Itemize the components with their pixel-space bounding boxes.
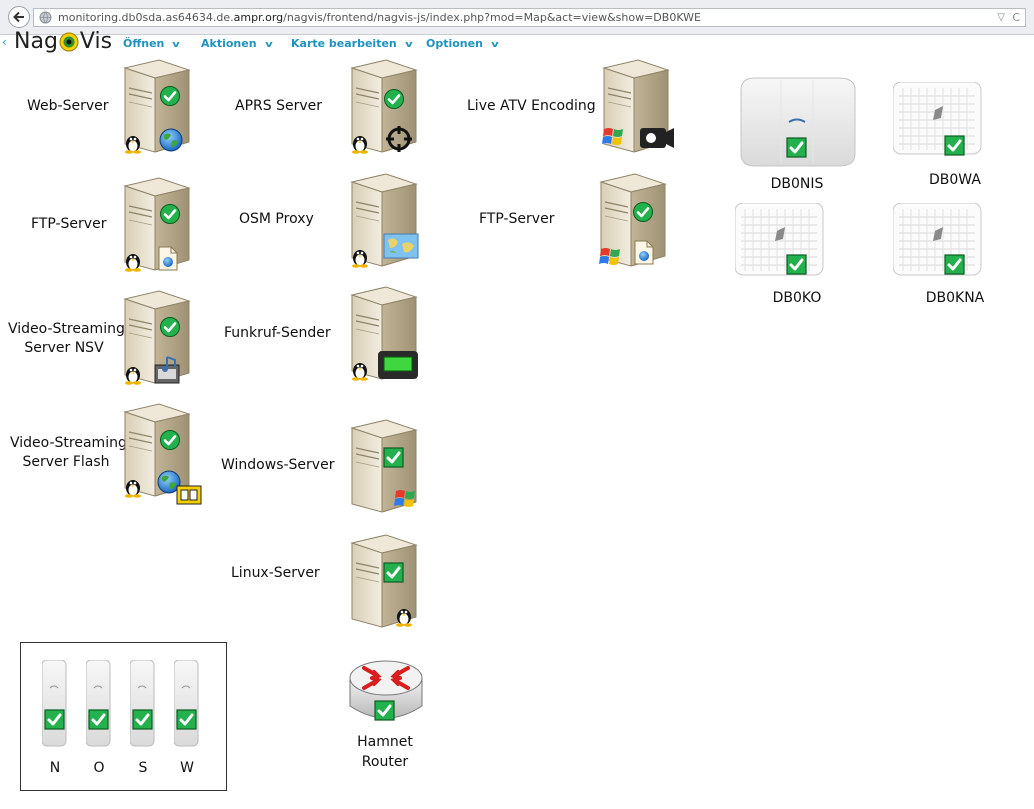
collapse-chevron-icon[interactable]: ‹ [2, 35, 7, 49]
host-ftp-server-windows[interactable] [595, 172, 671, 272]
grid-antenna-icon [735, 203, 824, 276]
reload-icon[interactable]: C [1012, 11, 1020, 24]
status-ok-icon [373, 699, 396, 722]
map-icon [383, 233, 419, 259]
chevron-down-icon: v [404, 40, 413, 50]
host-osm-proxy[interactable] [346, 172, 422, 272]
host-label: FTP-Server [31, 216, 107, 232]
status-ok-icon [159, 429, 181, 451]
host-aprs-server[interactable] [346, 58, 422, 158]
router-icon [349, 660, 423, 719]
host-label: OSM Proxy [239, 211, 314, 227]
sector-antenna-icon [42, 660, 67, 747]
globe-icon [39, 11, 52, 24]
address-bar[interactable]: monitoring.db0sda.as64634.de.ampr.org/na… [33, 8, 1026, 27]
host-video-streaming-flash[interactable] [119, 402, 203, 506]
sector-label: O [93, 760, 105, 776]
sector-antenna-s[interactable] [130, 660, 158, 752]
antenna-db0kna[interactable] [893, 203, 983, 285]
flash-icon [176, 485, 202, 505]
chevron-down-icon: v [264, 40, 273, 50]
antenna-db0nis[interactable] [735, 76, 859, 168]
status-ok-icon [87, 708, 110, 731]
host-label-nsv: Video-Streaming-Server NSV [8, 321, 130, 356]
antenna-label: DB0KNA [925, 290, 985, 306]
status-ok-icon [632, 201, 654, 223]
host-web-server[interactable] [119, 58, 195, 158]
sector-label: S [138, 760, 148, 776]
host-funkruf-sender[interactable] [346, 285, 422, 385]
camera-icon [640, 128, 674, 148]
sector-antenna-icon [130, 660, 155, 747]
hamnet-router[interactable] [348, 658, 424, 730]
antenna-db0ko[interactable] [735, 203, 825, 285]
status-ok-icon [785, 136, 808, 159]
sector-antenna-n[interactable] [42, 660, 70, 752]
status-ok-icon [382, 561, 405, 584]
antenna-label: DB0NIS [770, 176, 824, 192]
sector-antenna-box [20, 642, 227, 791]
logo-eye-icon [59, 32, 79, 52]
status-ok-icon [785, 253, 808, 276]
panel-antenna-icon [740, 77, 856, 167]
chevron-down-icon: v [172, 40, 181, 50]
status-ok-icon [175, 708, 198, 731]
antenna-label: DB0KO [772, 290, 822, 306]
host-linux-server[interactable] [346, 533, 422, 633]
host-label: Live ATV Encoding [467, 98, 596, 114]
sector-antenna-w[interactable] [174, 660, 202, 752]
host-windows-server[interactable] [346, 418, 422, 518]
sector-label: W [180, 760, 194, 776]
host-label: Funkruf-Sender [224, 325, 331, 341]
globe-icon [159, 128, 183, 152]
back-button[interactable] [8, 6, 30, 28]
url-dropdown-icon[interactable]: ▽ [997, 12, 1005, 23]
host-ftp-server[interactable] [119, 176, 195, 276]
sector-antenna-o[interactable] [86, 660, 114, 752]
antenna-label: DB0WA [929, 172, 981, 188]
status-ok-icon [159, 203, 181, 225]
host-video-streaming-nsv[interactable] [119, 289, 195, 389]
ftp-icon [158, 246, 178, 271]
status-ok-icon [943, 134, 966, 157]
grid-antenna-icon [893, 82, 982, 155]
host-label: FTP-Server [479, 211, 555, 227]
sector-antenna-icon [174, 660, 199, 747]
antenna-db0wa[interactable] [893, 82, 983, 164]
pager-icon [378, 351, 418, 379]
status-ok-icon [131, 708, 154, 731]
url-text: monitoring.db0sda.as64634.de.ampr.org/na… [58, 11, 701, 24]
status-ok-icon [159, 85, 181, 107]
host-label: Web-Server [27, 98, 109, 114]
target-icon [386, 126, 412, 152]
back-arrow-icon [13, 11, 24, 23]
chevron-down-icon: v [491, 40, 499, 50]
sector-antenna-icon [86, 660, 111, 747]
ftp-icon [634, 240, 654, 265]
host-label: Linux-Server [231, 565, 320, 581]
sector-label: N [49, 760, 61, 776]
browser-toolbar: monitoring.db0sda.as64634.de.ampr.org/na… [0, 0, 1034, 35]
host-label: Windows-Server [221, 457, 335, 473]
status-ok-icon [382, 446, 405, 469]
host-label: APRS Server [235, 98, 322, 114]
grid-antenna-icon [893, 203, 982, 276]
status-ok-icon [943, 253, 966, 276]
status-ok-icon [383, 88, 405, 110]
host-live-atv-encoding[interactable] [598, 58, 678, 158]
status-ok-icon [159, 316, 181, 338]
status-ok-icon [43, 708, 66, 731]
media-icon [154, 356, 180, 384]
